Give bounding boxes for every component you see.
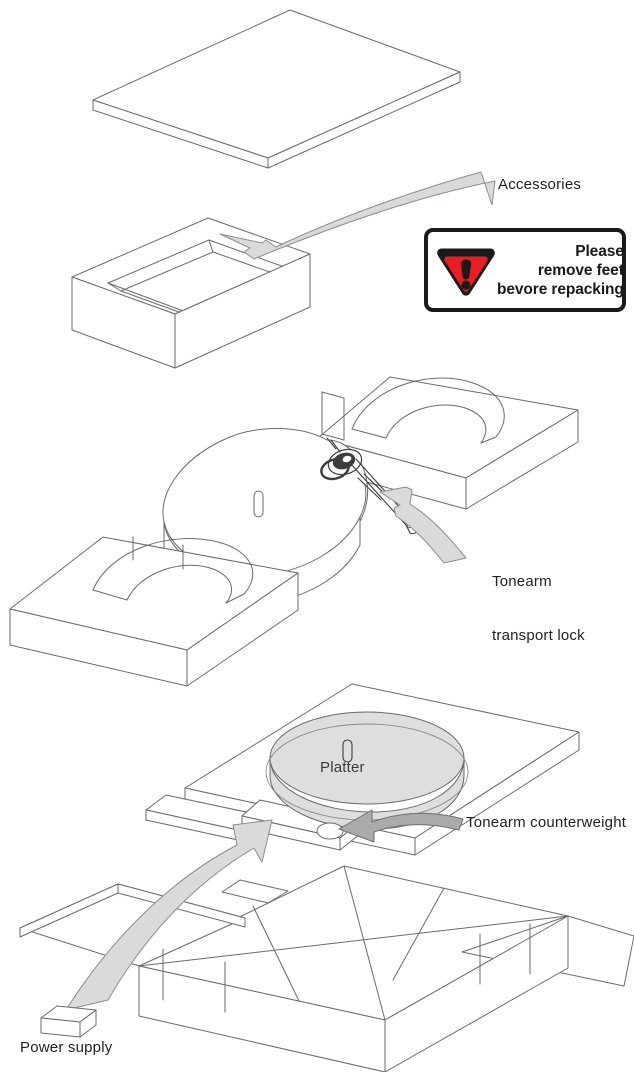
counterweight [316,822,344,840]
warning-text-line1: Please [575,242,624,260]
lower-foam-insert [9,536,299,687]
top-cardboard-panel [92,9,461,169]
label-tonearm-transport-lock-line2: transport lock [492,627,585,644]
power-supply-arrow [65,819,273,1011]
platter [265,711,469,830]
tonearm-lock-arrow [379,486,467,564]
label-tonearm-counterweight: Tonearm counterweight [466,814,627,831]
accessories-arrow [219,171,496,260]
warning-sign: Please remove feet bevore repacking [424,228,626,312]
label-power-supply: Power supply [20,1039,113,1056]
counterweight-arrow [338,809,464,843]
label-platter: Platter [320,759,365,776]
label-tonearm-transport-lock: Tonearm transport lock [492,537,585,681]
shipping-box [19,865,634,1072]
warning-text-line2: remove feet [537,261,624,279]
accessories-foam-insert [71,217,311,369]
label-tonearm-transport-lock-line1: Tonearm [492,573,552,590]
label-accessories: Accessories [498,176,582,193]
warning-text: Please remove feet bevore repacking [497,242,626,299]
warning-triangle-exclamation-icon [435,241,497,299]
power-supply-unit [40,1005,97,1038]
warning-text-line3: bevore repacking [497,280,624,298]
